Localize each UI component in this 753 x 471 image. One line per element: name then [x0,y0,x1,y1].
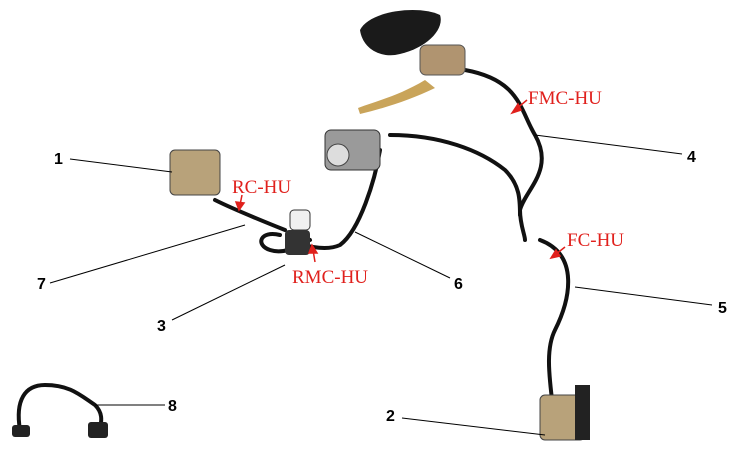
hose-fc-hu [538,238,571,402]
code-arrows [234,99,566,263]
rear-master-cylinder-icon [285,230,310,255]
rear-caliper-icon [169,149,221,196]
part-number-1: 1 [54,151,63,168]
connector-icon [88,422,108,438]
hose-7-rc-hu [213,198,287,232]
label-rc-hu: RC-HU [232,177,291,198]
label-rmc-hu: RMC-HU [292,267,368,288]
mirror-icon [360,10,441,56]
leader-lines [49,134,713,436]
part-number-7: 7 [37,276,46,293]
part-number-6: 6 [454,276,463,293]
part-number-4: 4 [687,149,696,166]
part-number-2: 2 [386,408,395,425]
brake-lever-icon [358,80,435,114]
label-fc-hu: FC-HU [567,230,624,251]
part-number-5: 5 [718,300,727,317]
hoses [16,68,571,432]
part-number-3: 3 [157,318,166,335]
hose-abs-to-front [388,133,522,217]
hose-part-8 [16,382,104,432]
master-cylinder-front-icon [419,44,466,76]
part-number-8: 8 [168,398,177,415]
hose-fmc-hu [463,68,544,242]
components [12,10,590,441]
label-fmc-hu: FMC-HU [528,88,602,109]
